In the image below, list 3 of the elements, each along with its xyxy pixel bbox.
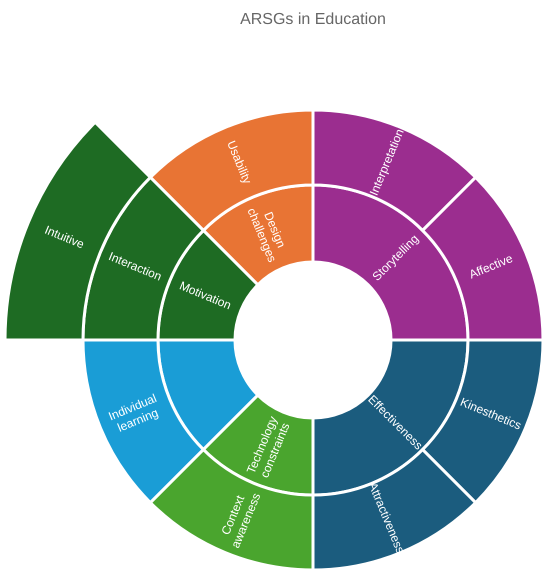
sunburst-segment	[312, 448, 478, 572]
sunburst-segment	[421, 176, 544, 342]
chart-title: ARSGs in Education	[240, 11, 386, 28]
